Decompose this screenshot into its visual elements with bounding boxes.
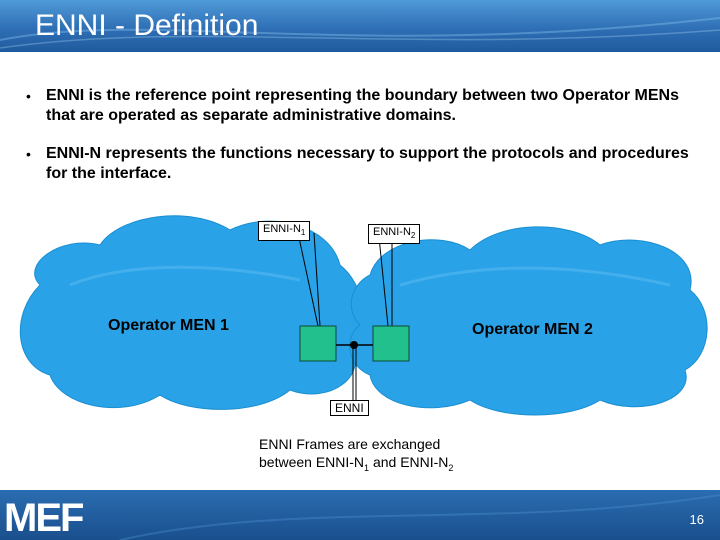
enni-n2-label: ENNI-N2 <box>368 224 421 245</box>
enni-diagram: ENNI-N1 ENNI-N2 Operator MEN 1 Operator … <box>0 205 720 490</box>
footer-bar: MEF 16 <box>0 490 720 540</box>
enni-n1-label: ENNI-N1 <box>258 221 311 242</box>
men1-label: Operator MEN 1 <box>108 317 229 334</box>
diagram-caption: ENNI Frames are exchanged between ENNI-N… <box>259 436 454 473</box>
enni-point <box>350 341 358 349</box>
header-bar: ENNI - Definition <box>0 0 720 52</box>
mef-logo: MEF <box>4 496 84 540</box>
cloud-men1 <box>19 215 363 410</box>
header-decoration <box>0 17 720 49</box>
bullet-item: •ENNI is the reference point representin… <box>26 87 679 124</box>
page-number: 16 <box>689 512 704 527</box>
men2-label: Operator MEN 2 <box>472 321 593 338</box>
footer-decoration <box>119 494 720 540</box>
enni-n2-node <box>372 325 410 362</box>
bullet-item: •ENNI-N represents the functions necessa… <box>26 145 689 182</box>
enni-n1-node <box>299 325 337 362</box>
enni-label: ENNI <box>330 400 369 416</box>
bullet-dot-icon: • <box>26 88 31 104</box>
diagram-graphics <box>19 215 708 416</box>
page-title: ENNI - Definition <box>35 9 259 42</box>
bullet-list: •ENNI is the reference point representin… <box>26 86 706 202</box>
bullet-dot-icon: • <box>26 146 31 162</box>
